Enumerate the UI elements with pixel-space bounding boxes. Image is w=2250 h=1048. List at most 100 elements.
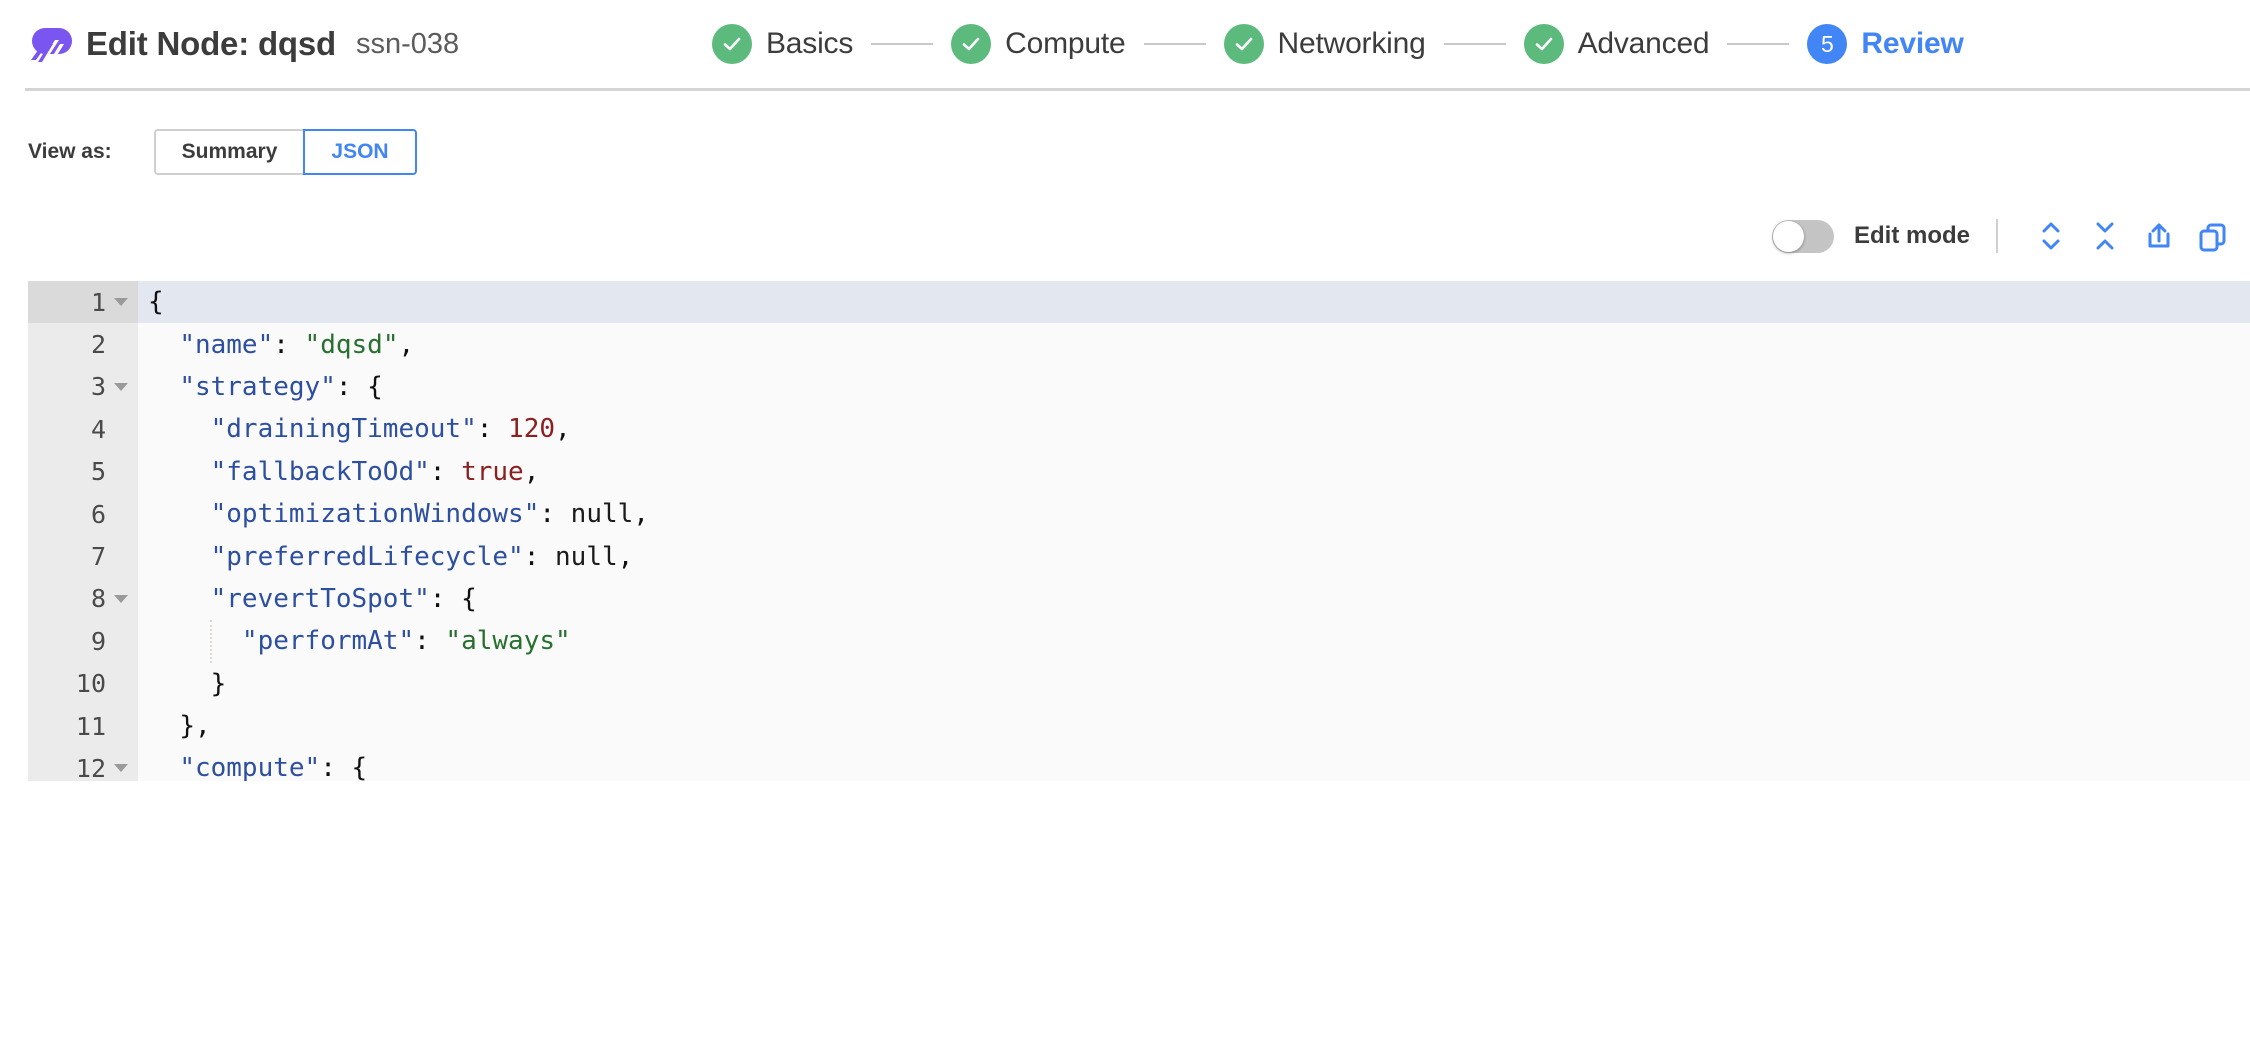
edit-mode-toggle[interactable] (1771, 219, 1834, 253)
collapse-all-icon[interactable] (2078, 213, 2132, 259)
code-line[interactable]: 6 "optimizationWindows": null, (28, 492, 2250, 536)
line-number: 9 (90, 626, 106, 656)
toolbar-divider (1996, 219, 1998, 253)
code-token-punct: , (617, 541, 634, 572)
code-token-punct: { (148, 287, 164, 318)
code-token-key: "name" (179, 329, 274, 360)
step-compute[interactable]: Compute (951, 24, 1126, 64)
code-line[interactable]: 11 }, (28, 704, 2250, 748)
code-line[interactable]: 9 "performAt": "always" (28, 620, 2250, 663)
expand-all-icon[interactable] (2024, 213, 2078, 259)
code-token-key: "strategy" (179, 371, 336, 402)
code-token-str: "dqsd" (304, 329, 399, 360)
step-label: Basics (766, 27, 854, 60)
step-connector (1143, 43, 1206, 45)
step-basics[interactable]: Basics (712, 24, 853, 64)
code-token-num: 120 (508, 414, 556, 445)
code-token-punct: } (210, 668, 227, 699)
code-line[interactable]: 5 "fallbackToOd": true, (28, 450, 2250, 493)
code-line-text: "performAt": "always" (138, 620, 2250, 662)
line-number: 11 (75, 711, 106, 741)
line-gutter: 4 (28, 408, 138, 451)
line-number: 8 (90, 584, 106, 614)
code-indent (148, 584, 211, 614)
view-as-label: View as: (28, 140, 112, 163)
step-label: Advanced (1577, 27, 1710, 60)
code-line[interactable]: 1{ (28, 281, 2250, 324)
code-token-key: "revertToSpot" (210, 583, 430, 614)
code-token-punct: , (398, 329, 415, 360)
copy-icon[interactable] (2186, 213, 2240, 259)
line-gutter: 6 (28, 492, 138, 536)
code-indent (148, 330, 179, 360)
step-label: Review (1861, 27, 1964, 60)
step-number: 5 (1821, 30, 1834, 57)
code-indent (148, 626, 242, 656)
export-icon[interactable] (2132, 213, 2186, 259)
code-indent (148, 414, 211, 444)
code-line-text: "drainingTimeout": 120, (138, 408, 2250, 450)
step-connector (1727, 43, 1790, 45)
code-line[interactable]: 3 "strategy": { (28, 365, 2250, 409)
code-token-punct: : { (429, 583, 477, 614)
fold-toggle-icon[interactable] (112, 594, 130, 603)
code-indent (148, 457, 211, 487)
code-token-punct: : (523, 541, 556, 572)
line-gutter: 11 (28, 704, 138, 748)
code-token-key: "performAt" (241, 626, 415, 657)
check-icon (712, 24, 752, 64)
code-token-key: "preferredLifecycle" (210, 541, 524, 572)
code-line[interactable]: 12 "compute": { (28, 747, 2250, 781)
code-token-bool: true (461, 456, 524, 487)
json-editor[interactable]: 1{2 "name": "dqsd",3 "strategy": {4 "dra… (28, 281, 2250, 781)
code-token-null: null (570, 499, 634, 530)
step-review[interactable]: 5 Review (1807, 24, 1964, 64)
view-as-option-json[interactable]: JSON (303, 129, 417, 175)
code-line-text: "fallbackToOd": true, (138, 451, 2250, 493)
code-line-text: "revertToSpot": { (138, 578, 2250, 620)
code-line[interactable]: 2 "name": "dqsd", (28, 323, 2250, 366)
code-token-punct: }, (179, 711, 211, 742)
code-line[interactable]: 10 } (28, 662, 2250, 705)
step-label: Compute (1005, 27, 1126, 60)
code-line[interactable]: 4 "drainingTimeout": 120, (28, 408, 2250, 451)
code-line[interactable]: 7 "preferredLifecycle": null, (28, 535, 2250, 578)
code-token-str: "always" (445, 626, 571, 657)
line-gutter: 8 (28, 577, 138, 621)
code-indent (148, 499, 211, 529)
line-number: 5 (90, 457, 106, 487)
code-line[interactable]: 8 "revertToSpot": { (28, 577, 2250, 621)
code-line-text: "strategy": { (138, 366, 2250, 408)
code-token-key: "compute" (179, 753, 321, 781)
json-code-body[interactable]: 1{2 "name": "dqsd",3 "strategy": {4 "dra… (28, 281, 2250, 781)
code-indent (148, 542, 211, 572)
step-networking[interactable]: Networking (1223, 24, 1426, 64)
code-token-punct: : (476, 414, 509, 445)
view-as-option-summary[interactable]: Summary (153, 129, 304, 175)
code-token-punct: , (555, 414, 571, 445)
editor-toolbar: Edit mode (0, 213, 2250, 259)
code-token-punct: : (539, 499, 571, 530)
fold-toggle-icon[interactable] (112, 298, 130, 307)
step-advanced[interactable]: Advanced (1523, 24, 1710, 64)
line-number: 10 (75, 669, 106, 699)
code-token-punct: : (273, 329, 305, 360)
code-line-text: { (138, 281, 2250, 323)
header-divider (25, 88, 2250, 91)
line-gutter: 9 (28, 620, 138, 663)
line-number: 6 (90, 499, 106, 529)
line-gutter: 5 (28, 450, 138, 493)
fold-toggle-icon[interactable] (112, 382, 130, 391)
line-number: 4 (90, 414, 106, 444)
line-gutter: 1 (28, 281, 138, 324)
check-icon (951, 24, 992, 64)
code-token-punct: , (523, 456, 540, 487)
logo-container (22, 22, 80, 66)
check-icon (1223, 24, 1264, 64)
code-line-text: }, (138, 705, 2250, 747)
fold-toggle-icon[interactable] (112, 764, 130, 773)
edit-mode-label: Edit mode (1853, 222, 1970, 249)
